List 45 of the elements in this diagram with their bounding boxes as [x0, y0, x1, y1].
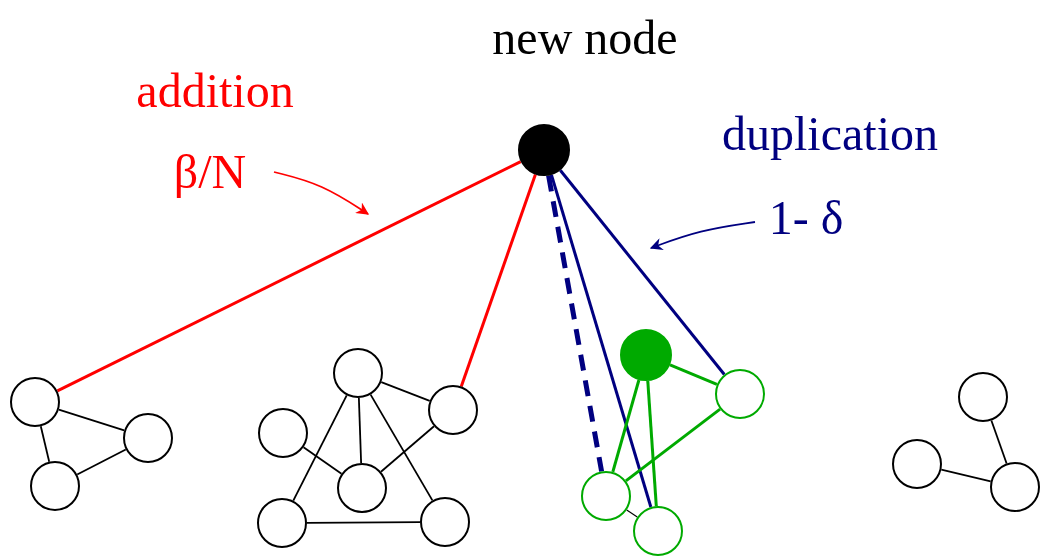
- edge-line: [76, 448, 127, 476]
- node-label: new node: [491, 14, 679, 62]
- node-circle: [990, 462, 1040, 512]
- edge-line: [369, 393, 434, 502]
- edge-line: [550, 174, 653, 508]
- node-circle: [428, 385, 478, 435]
- node-label: duplication: [721, 110, 939, 158]
- node-circle: [337, 463, 387, 513]
- node-circle: [633, 506, 683, 556]
- edge-line: [306, 521, 421, 524]
- edge-line: [990, 419, 1008, 465]
- node-circle: [958, 372, 1008, 422]
- edge-line: [380, 381, 431, 402]
- edge-line: [292, 394, 348, 502]
- node-circle: [333, 348, 383, 398]
- edge-line: [669, 363, 718, 386]
- edge-line: [380, 425, 435, 473]
- edge-line: [39, 425, 51, 463]
- rate-label: 1- δ: [767, 194, 845, 242]
- node-circle: [715, 369, 765, 419]
- node-circle: [257, 498, 307, 548]
- edge-line: [940, 468, 992, 483]
- edge-line: [546, 175, 605, 472]
- node-circle: [10, 377, 60, 427]
- edge-line: [611, 379, 641, 473]
- edge-line: [56, 160, 522, 393]
- leader-arrow: [273, 171, 370, 215]
- edge-line: [559, 169, 726, 376]
- node-circle: [30, 461, 80, 511]
- node-circle: [581, 471, 631, 521]
- edge-line: [625, 407, 721, 483]
- edge-line: [646, 380, 658, 507]
- rate-label: β/N: [172, 148, 248, 196]
- node-circle: [123, 413, 173, 463]
- edge-line: [57, 408, 126, 432]
- node-circle: [258, 408, 308, 458]
- filled-node-circle: [620, 329, 672, 381]
- edge-line: [302, 446, 343, 475]
- node-circle: [892, 439, 942, 489]
- leader-arrow: [649, 221, 756, 250]
- node-circle: [420, 497, 470, 547]
- edge-line: [357, 397, 363, 464]
- node-label: addition: [135, 67, 295, 115]
- edge-line: [459, 174, 537, 387]
- edge-line: [626, 509, 638, 518]
